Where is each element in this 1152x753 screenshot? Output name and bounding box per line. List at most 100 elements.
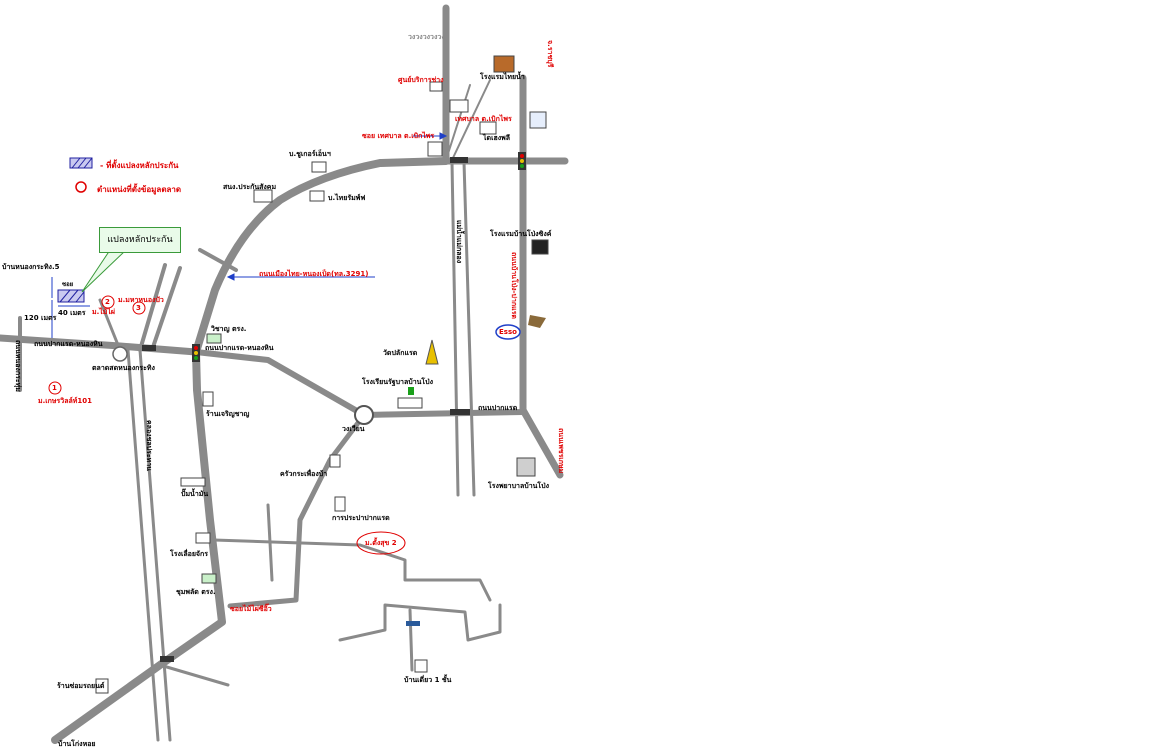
road-nw-2: [150, 266, 182, 352]
place-moo-tangsuk: ม.ตั้งสุข 2: [365, 539, 397, 547]
canal-right: [138, 348, 172, 742]
bank-logo-icon: [529, 111, 547, 129]
shop-left-icon: [95, 678, 109, 694]
gas-station-icon: [180, 477, 206, 487]
sugar-factory-icon: [493, 55, 515, 73]
place-water-auth: การประปาปากแรด: [332, 514, 390, 522]
top-text: วงวงวงวงวง: [408, 33, 445, 41]
legend-hatch-swatch: [69, 157, 93, 169]
place-moo-kasem: ม.เกษรวิลล์ท์101: [38, 397, 93, 405]
place-roundabout: วงเวียน: [342, 425, 365, 433]
place-esso: Esso: [499, 328, 517, 336]
place-moo-nong: ม.มหาหนองบัว: [118, 296, 164, 304]
place-school: โรงเรียนรัฐบาลบ้านโป่ง: [362, 378, 434, 386]
place-market: ตลาดสดหนองกระทิง: [92, 364, 155, 372]
bridge-icon: [142, 345, 156, 351]
road-label-canal: คลองชลประทาน: [145, 420, 153, 471]
road-south-4: [338, 603, 502, 642]
hotel-icon: [531, 239, 549, 255]
legend-hatched-label: - ที่ตั้งแปลงหลักประกัน: [100, 161, 179, 170]
kitchen-icon: [329, 454, 341, 468]
marker-1-label: 1: [52, 384, 57, 392]
bank-building-icon: [479, 121, 497, 135]
collateral-callout: แปลงหลักประกัน: [99, 227, 181, 253]
thesaban-building-icon: [449, 99, 469, 113]
place-hotel-ban-pong: โรงแรมบ้านโป่งซิงค์: [490, 230, 552, 238]
road-west: [0, 334, 200, 356]
place-sugar-factory: โรงแรมไทยน้ำ: [480, 73, 525, 81]
insurance-building-icon: [253, 189, 273, 203]
road-nw-1: [138, 263, 167, 352]
road-label-soi-thesaban: ซอย เทศบาล ต.เบิกไพร: [362, 132, 435, 140]
place-b-thai: บ.ไทยรัมพ์ฟ: [328, 194, 366, 202]
moo-tangsuk-ellipse-icon: [356, 531, 406, 555]
bridge-icon: [450, 157, 468, 163]
road-label-ban-pong: ถนนบ้านโป่ง-ปากแรด: [510, 252, 518, 319]
place-wat: วัดปลักแรด: [383, 349, 418, 357]
house-icon: [414, 659, 428, 673]
road-label-left: ถนนหนองกระทุ่ม: [14, 340, 22, 392]
factory-icon: [195, 532, 211, 544]
place-shop-charoen: ร้านเจริญชาญ: [206, 410, 250, 418]
traffic-light-icon: [192, 344, 200, 362]
place-gas: ปั๊มน้ำมัน: [181, 490, 209, 498]
river-bank-right: [462, 160, 476, 497]
legend-circle-label: ตำแหน่งที่ตั้งข้อมูลตลาด: [97, 185, 182, 194]
place-hospital: โรงพยาบาลบ้านโป่ง: [488, 482, 550, 490]
road-south-1: [212, 538, 492, 602]
bthai-building-icon: [309, 190, 325, 202]
road-label-soi-mai-pai: ซอยไม้ไผ่ซีอิ๊ว: [230, 605, 272, 613]
place-repair-shop: ศูนย์บริการช่าง: [398, 76, 444, 84]
roundabout-icon: [354, 405, 374, 425]
post-office-1-icon: [206, 333, 222, 344]
place-b-sukkhon: บ.ชูเกอร์เอ็นฯ: [289, 150, 331, 158]
marker-1-icon: [48, 381, 62, 395]
dim-height: 120 เมตร: [24, 314, 57, 322]
plot-tag: ซอย: [62, 281, 74, 288]
collateral-plot: [57, 289, 85, 303]
esso-logo-icon: [495, 324, 521, 340]
road-south-5: [408, 608, 414, 672]
marker-2-label: 2: [105, 298, 110, 306]
bridge-icon: [160, 656, 174, 662]
road-roundabout-south: [227, 412, 367, 609]
road-3291: [51, 157, 450, 744]
legend-circle-marker: [75, 181, 87, 193]
road-label-pak-kraet-nong-hin: ถนนปากแรด-หนองหิน: [34, 340, 103, 348]
road-southeast: [519, 406, 564, 479]
temple-icon: [425, 339, 439, 365]
marker-2-icon: [101, 295, 115, 309]
place-shop-left: ร้านซ่อมรถยนต์: [57, 682, 105, 690]
road-label-3291: ถนนเมืองไทย-หนองเป็ด(ทล.3291): [259, 270, 369, 278]
office-icon: [311, 161, 327, 173]
road-spur: [198, 248, 238, 272]
place-house: บ้านเดี่ยว 1 ชั้น: [404, 676, 452, 684]
place-moo-mai: ม.ไม้ไผ่: [92, 308, 116, 316]
river-bank-left: [450, 160, 460, 497]
post-office-2-icon: [201, 573, 217, 584]
road-label-river: แม่น้ำแม่กลอง: [455, 220, 463, 264]
traffic-light-icon: [518, 152, 526, 170]
place-factory: โรงเลื่อยจักร: [170, 550, 209, 558]
road-river-cross2: [451, 79, 491, 161]
road-label-ratchaburi: จ.ราชบุรี: [546, 40, 554, 68]
flag-icon: [408, 387, 414, 395]
bridge-icon: [450, 409, 470, 415]
marker-3-label: 3: [136, 304, 141, 312]
seven-eleven-icon: [427, 141, 443, 157]
marker-3-icon: [132, 301, 146, 315]
road-label-pak-kraet-nong-hin-2: ถนนปากแรด-หนองหิน: [205, 344, 274, 352]
road-roundabout-east: [361, 409, 526, 418]
place-kitchen: ครัวกระเพื่องบ้า: [280, 470, 328, 478]
road-south-3: [158, 663, 230, 687]
road-label-phetkasem: ถนนเพชรเกษม: [557, 428, 565, 474]
place-post2: ชุมพลัด ตรง.: [176, 588, 216, 596]
canal-left: [126, 348, 160, 742]
place-insurance: สนง.ประกันสังคม: [223, 183, 277, 191]
place-thesaban: เทศบาล ต.เบิกไพร: [455, 115, 512, 123]
place-ban-krathing: บ้านหนองกระทิง.5: [2, 263, 60, 271]
tower-icon: [406, 621, 420, 626]
place-post1: วิชาญ ตรง.: [211, 325, 247, 333]
market-circle-icon: [112, 346, 128, 362]
